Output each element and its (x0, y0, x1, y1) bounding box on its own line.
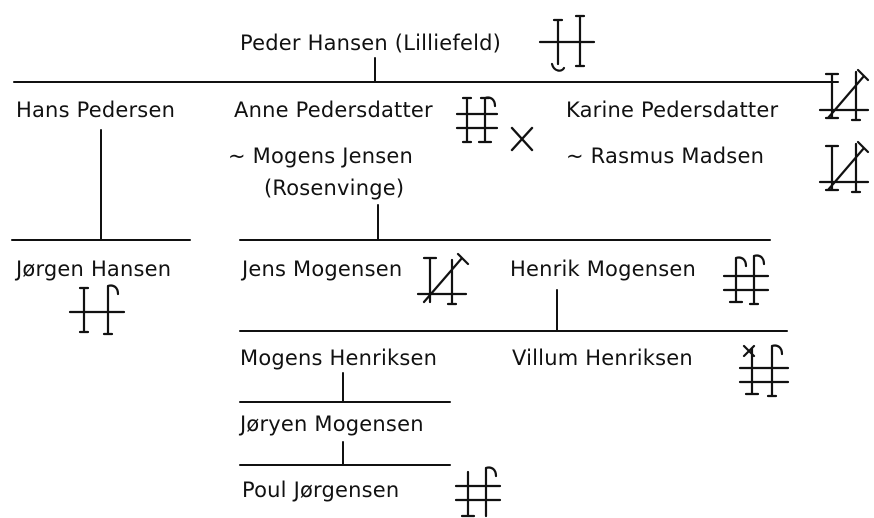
villum-house-mark-icon (738, 342, 792, 400)
poul-house-mark-icon (454, 466, 504, 518)
person-henrik-mogensen: Henrik Mogensen (510, 257, 697, 281)
person-villum-henriksen: Villum Henriksen (512, 346, 693, 370)
jens-house-mark-icon (416, 252, 472, 310)
spouse-rasmus-madsen: ~ Rasmus Madsen (566, 144, 765, 168)
person-mogens-henriksen: Mogens Henriksen (240, 346, 438, 370)
person-jorgen-hansen: Jørgen Hansen (16, 257, 172, 281)
rasmus-house-mark-icon (818, 140, 870, 198)
person-peder-hansen: Peder Hansen (Lilliefeld) (240, 31, 502, 55)
karine-house-mark-icon (818, 68, 870, 126)
person-anne-pedersdatter: Anne Pedersdatter (234, 98, 433, 122)
person-poul-jorgensen: Poul Jørgensen (242, 478, 400, 502)
anne-house-mark-icon (455, 96, 503, 148)
person-jens-mogensen: Jens Mogensen (242, 257, 403, 281)
spouse-mogens-jensen-line2: (Rosenvinge) (264, 176, 405, 200)
cross-mark-icon (508, 124, 536, 154)
person-karine-pedersdatter: Karine Pedersdatter (566, 98, 779, 122)
person-hans-pedersen: Hans Pedersen (16, 98, 176, 122)
jorgen-house-mark-icon (68, 282, 128, 340)
henrik-house-mark-icon (722, 254, 772, 310)
person-joryen-mogensen: Jøryen Mogensen (240, 412, 424, 436)
peder-house-mark-icon (538, 14, 596, 74)
spouse-mogens-jensen: ~ Mogens Jensen (228, 144, 414, 168)
